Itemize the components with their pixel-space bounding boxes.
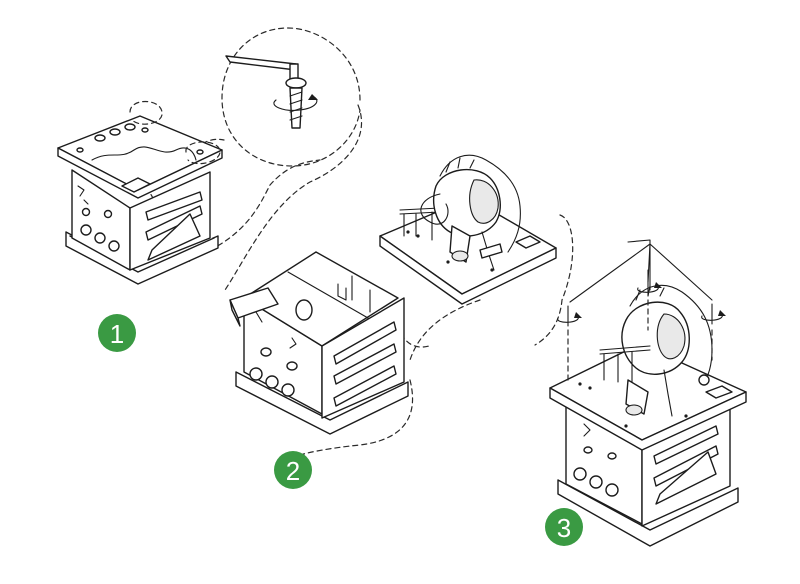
step-1-box — [57, 100, 223, 285]
step-badge-1-circle — [98, 314, 136, 352]
step-3-screw-center — [637, 269, 662, 297]
step-badge-2: 2 — [274, 451, 312, 489]
step-1-screw-detail — [221, 27, 361, 167]
step-2-frame — [229, 251, 409, 435]
step-badge-3-circle — [545, 508, 583, 546]
step-badge-2-label: 2 — [286, 456, 300, 486]
step-3-screw-left — [557, 305, 582, 327]
step-badge-3: 3 — [545, 508, 583, 546]
step-badge-3-label: 3 — [557, 513, 571, 543]
step-badge-1: 1 — [98, 314, 136, 352]
step-2-top-mechanism — [379, 154, 557, 305]
step-3-screw-right — [701, 303, 726, 325]
step-3-box — [549, 239, 747, 547]
step-badge-2-circle — [274, 451, 312, 489]
step-badge-1-label: 1 — [110, 319, 124, 349]
